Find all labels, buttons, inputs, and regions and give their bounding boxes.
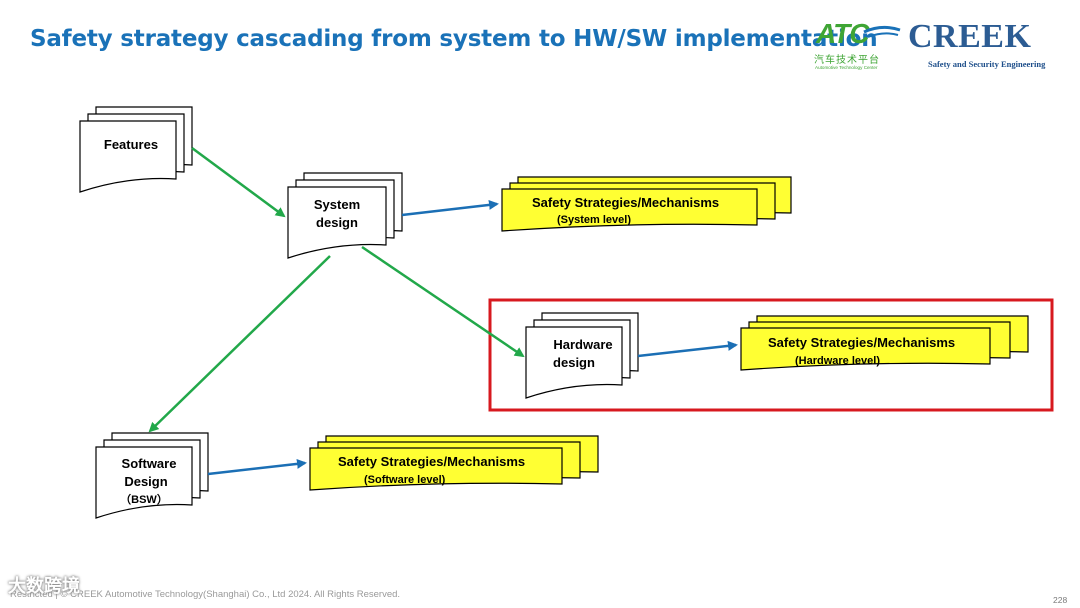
safety-software-level-stack: Safety Strategies/Mechanisms (Software l… [309, 435, 599, 491]
features-document-stack: Features [79, 106, 193, 193]
footer-copyright: Restricted | © CREEK Automotive Technolo… [10, 589, 401, 600]
page-number: 228 [1053, 595, 1068, 605]
features-label: Features [104, 137, 158, 152]
atc-logo: ATC 汽车技术平台 Automotive Technology Center [812, 18, 902, 72]
creek-logo: CREEK Safety and Security Engineering [906, 18, 1066, 74]
safety-software-title: Safety Strategies/Mechanisms [338, 454, 525, 469]
arrow-system-to-hardware [361, 245, 525, 358]
safety-hardware-sub: (Hardware level) [795, 355, 880, 367]
safety-system-sub: (System level) [557, 214, 631, 226]
atc-logo-mark: ATC [816, 18, 869, 49]
creek-logo-tagline: Safety and Security Engineering [928, 59, 1046, 69]
system-design-label-1: System [314, 197, 360, 212]
safety-system-title: Safety Strategies/Mechanisms [532, 195, 719, 210]
atc-logo-cn: 汽车技术平台 [814, 55, 880, 66]
software-design-label-1: Software [122, 456, 177, 471]
arrow-features-to-system [191, 146, 286, 218]
hardware-highlight-frame [488, 298, 1054, 412]
safety-hardware-level-stack: Safety Strategies/Mechanisms (Hardware l… [740, 315, 1029, 371]
safety-hardware-title: Safety Strategies/Mechanisms [768, 335, 955, 350]
watermark-overlay: 大数跨境 [8, 576, 80, 597]
software-design-label-3: （BSW） [120, 493, 168, 506]
hardware-design-label-1: Hardware [553, 337, 612, 352]
arrow-hardware-to-safety-hardware [637, 340, 738, 358]
software-design-document-stack: Software Design （BSW） [95, 432, 209, 519]
arrow-system-to-safety-system [401, 199, 499, 217]
creek-logo-name: CREEK [908, 18, 1032, 55]
system-design-document-stack: System design [287, 172, 403, 259]
software-design-label-2: Design [124, 474, 167, 489]
atc-swoosh-icon [863, 25, 901, 38]
arrow-software-to-safety-software [207, 458, 307, 476]
safety-system-level-stack: Safety Strategies/Mechanisms (System lev… [501, 176, 792, 232]
slide-title: Safety strategy cascading from system to… [30, 26, 878, 52]
hardware-design-label-2: design [553, 355, 595, 370]
safety-software-sub: (Software level) [364, 474, 446, 486]
hardware-design-document-stack: Hardware design [525, 312, 639, 399]
arrow-system-to-software [148, 255, 331, 433]
system-design-label-2: design [316, 215, 358, 230]
atc-logo-en: Automotive Technology Center [815, 65, 878, 70]
